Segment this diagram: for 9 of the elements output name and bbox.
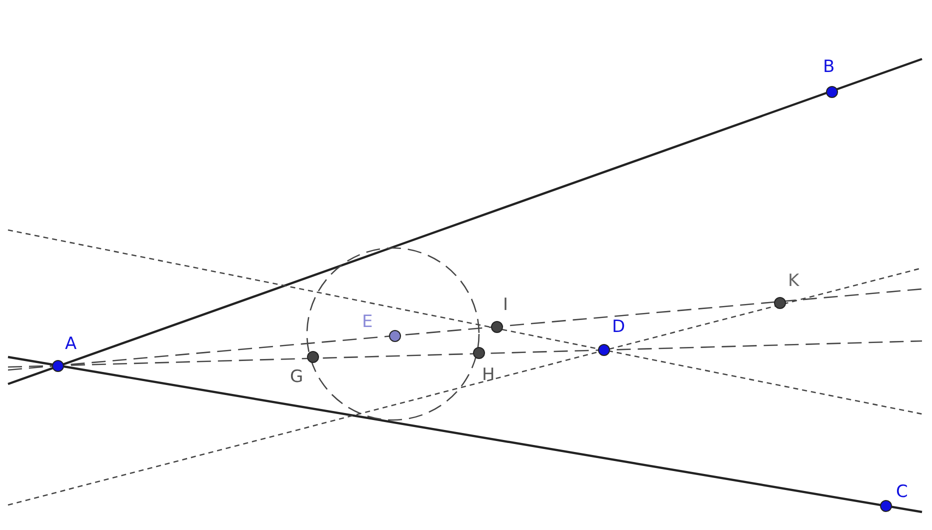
- point-label: C: [896, 483, 908, 501]
- point-label: G: [290, 368, 304, 386]
- point-label: I: [503, 296, 508, 314]
- point-label: E: [362, 313, 373, 331]
- point-label: B: [823, 58, 835, 76]
- point-label: A: [65, 335, 77, 353]
- point-label: D: [612, 318, 626, 336]
- point-label: H: [482, 366, 495, 384]
- point-label: K: [788, 272, 800, 290]
